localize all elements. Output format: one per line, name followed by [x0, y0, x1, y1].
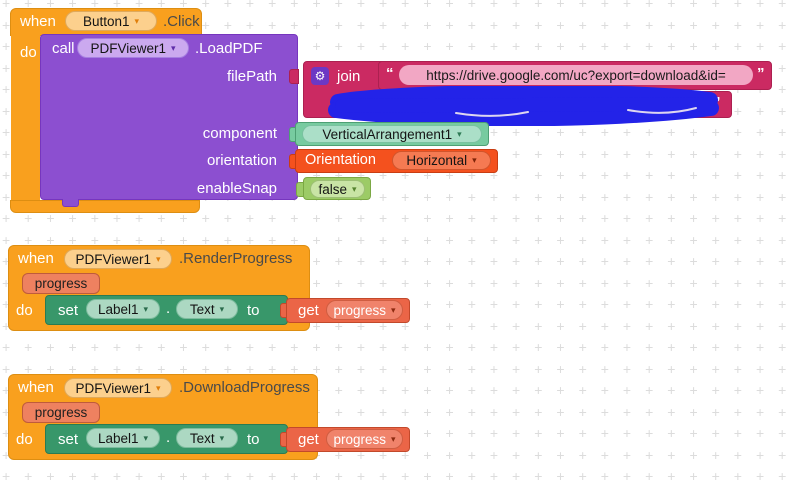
- param-label-filepath: filePath: [226, 68, 277, 85]
- dropdown-value: Label1: [97, 301, 139, 317]
- dropdown-value: Button1: [82, 13, 130, 29]
- component-dropdown-pdfviewer1[interactable]: PDFViewer1 ▾: [77, 38, 189, 58]
- to-label: to: [247, 431, 260, 448]
- chevron-down-icon: ▾: [171, 42, 176, 53]
- get-label: get: [298, 302, 319, 319]
- get-label: get: [298, 431, 319, 448]
- chevron-down-icon: ▾: [391, 433, 396, 444]
- chevron-down-icon: ▾: [156, 253, 161, 264]
- event-bottom-bar: [10, 200, 200, 213]
- dropdown-value: false: [318, 181, 347, 197]
- dropdown-value: VerticalArrangement1: [322, 126, 453, 142]
- dot-separator: .: [166, 300, 171, 317]
- orientation-dropdown[interactable]: Horizontal ▾: [392, 151, 491, 170]
- event-left-bar: [11, 32, 40, 202]
- chevron-down-icon: ▾: [143, 303, 149, 314]
- param-label-enablesnap: enableSnap: [196, 180, 277, 197]
- close-quote-icon: ”: [757, 65, 765, 82]
- dropdown-value: Text: [189, 301, 215, 317]
- event-param-badge[interactable]: progress: [22, 273, 100, 294]
- component-dropdown-button1[interactable]: Button1 ▾: [65, 11, 157, 31]
- dropdown-value: progress: [333, 302, 386, 318]
- event-name: .RenderProgress: [179, 250, 293, 267]
- next-connector-tab: [62, 199, 79, 207]
- set-label1-text-block[interactable]: [45, 295, 288, 325]
- dropdown-value: Label1: [97, 430, 139, 446]
- to-label: to: [247, 302, 260, 319]
- component-dropdown-pdfviewer1[interactable]: PDFViewer1 ▾: [64, 378, 172, 398]
- component-dropdown-pdfviewer1[interactable]: PDFViewer1 ▾: [64, 249, 172, 269]
- chevron-down-icon: ▾: [219, 303, 225, 314]
- dropdown-value: Horizontal: [406, 153, 468, 168]
- open-quote-icon: “: [386, 65, 394, 82]
- dropdown-value: PDFViewer1: [75, 380, 151, 396]
- call-loadpdf-block[interactable]: [40, 34, 298, 200]
- set-property-dropdown[interactable]: Text ▾: [176, 428, 238, 448]
- join-label: join: [337, 68, 361, 85]
- set-property-dropdown[interactable]: Text ▾: [176, 299, 238, 319]
- string-value-url[interactable]: https://drive.google.com/uc?export=downl…: [399, 65, 753, 85]
- blocks-workspace[interactable]: when Button1 ▾ .Click do call PDFViewer1…: [0, 0, 795, 474]
- when-label: when: [20, 13, 56, 30]
- dropdown-value: progress: [333, 431, 386, 447]
- event-name: .Click: [163, 13, 200, 30]
- event-name: .DownloadProgress: [179, 379, 310, 396]
- set-label: set: [58, 431, 79, 448]
- dropdown-value: PDFViewer1: [75, 251, 151, 267]
- call-label: call: [52, 40, 75, 57]
- method-name: .LoadPDF: [195, 40, 263, 57]
- dropdown-value: PDFViewer1: [90, 40, 166, 56]
- dropdown-value: Text: [189, 430, 215, 446]
- when-label: when: [18, 379, 54, 396]
- orientation-block-label: Orientation: [305, 152, 376, 168]
- join-plug: [289, 69, 299, 84]
- chevron-down-icon: ▾: [219, 432, 225, 443]
- event-param-badge[interactable]: progress: [22, 402, 100, 423]
- param-label-component: component: [202, 125, 277, 142]
- chevron-down-icon: ▾: [134, 15, 140, 26]
- set-component-dropdown[interactable]: Label1 ▾: [86, 428, 160, 448]
- get-variable-dropdown[interactable]: progress ▾: [326, 300, 403, 320]
- redaction-scribble: [328, 86, 719, 126]
- chevron-down-icon: ▾: [156, 382, 161, 393]
- param-label-orientation: orientation: [206, 152, 277, 169]
- chevron-down-icon: ▾: [457, 128, 462, 139]
- chevron-down-icon: ▾: [391, 304, 396, 315]
- do-label: do: [20, 44, 37, 61]
- set-label: set: [58, 302, 79, 319]
- get-variable-dropdown[interactable]: progress ▾: [326, 429, 403, 449]
- dot-separator: .: [166, 429, 171, 446]
- do-label: do: [16, 431, 33, 448]
- set-component-dropdown[interactable]: Label1 ▾: [86, 299, 160, 319]
- chevron-down-icon: ▾: [472, 155, 477, 165]
- do-label: do: [16, 302, 33, 319]
- chevron-down-icon: ▾: [352, 183, 357, 194]
- when-label: when: [18, 250, 54, 267]
- component-value-dropdown[interactable]: VerticalArrangement1 ▾: [302, 125, 482, 143]
- enablesnap-dropdown[interactable]: false ▾: [310, 180, 365, 198]
- chevron-down-icon: ▾: [143, 432, 149, 443]
- mutator-gear-icon[interactable]: ⚙: [311, 67, 329, 85]
